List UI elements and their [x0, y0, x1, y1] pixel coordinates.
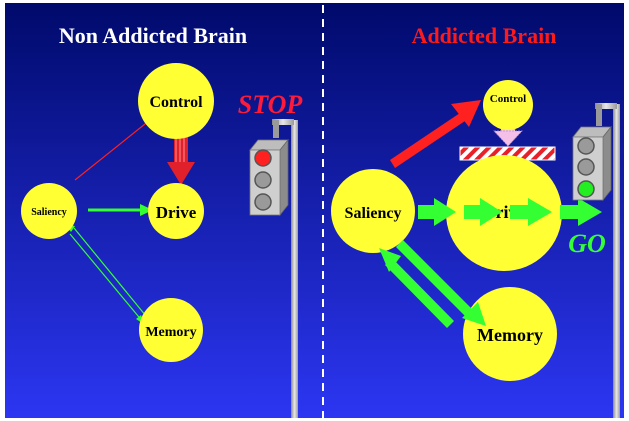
left-saliency-to-drive-arrow — [88, 204, 153, 216]
stop-label: STOP — [238, 90, 304, 119]
go-label: GO — [568, 229, 606, 258]
left-drive-label: Drive — [156, 203, 197, 222]
left-memory-node — [139, 298, 203, 362]
left-saliency-to-control-arrow — [74, 119, 151, 181]
left-control-node — [138, 63, 214, 139]
left-memory-label: Memory — [145, 325, 196, 340]
right-control-node — [483, 80, 533, 130]
right-saliency-to-drive-arrows — [418, 198, 602, 226]
left-control-label: Control — [149, 94, 203, 111]
left-panel-title: Non Addicted Brain — [59, 23, 247, 48]
right-saliency-label: Saliency — [345, 205, 402, 222]
left-red-light — [254, 149, 272, 167]
right-panel: Addicted Brain Drive — [331, 23, 620, 418]
right-memory-node — [463, 287, 557, 381]
left-panel: Non Addicted Brain Control Drive Salien — [21, 23, 303, 418]
left-saliency-node — [21, 183, 77, 239]
left-saliency-label: Saliency — [31, 207, 67, 218]
right-saliency-node — [331, 169, 415, 253]
left-traffic-light — [249, 119, 298, 418]
right-saliency-to-control-arrow — [390, 100, 481, 168]
right-drive-node — [446, 155, 562, 271]
right-memory-label: Memory — [477, 325, 543, 345]
right-saliency-memory-arrows — [379, 240, 486, 328]
right-green-light — [577, 180, 595, 198]
left-drive-node — [148, 183, 204, 239]
right-control-label: Control — [490, 93, 526, 105]
right-panel-title: Addicted Brain — [412, 23, 557, 48]
right-traffic-light — [572, 103, 620, 418]
